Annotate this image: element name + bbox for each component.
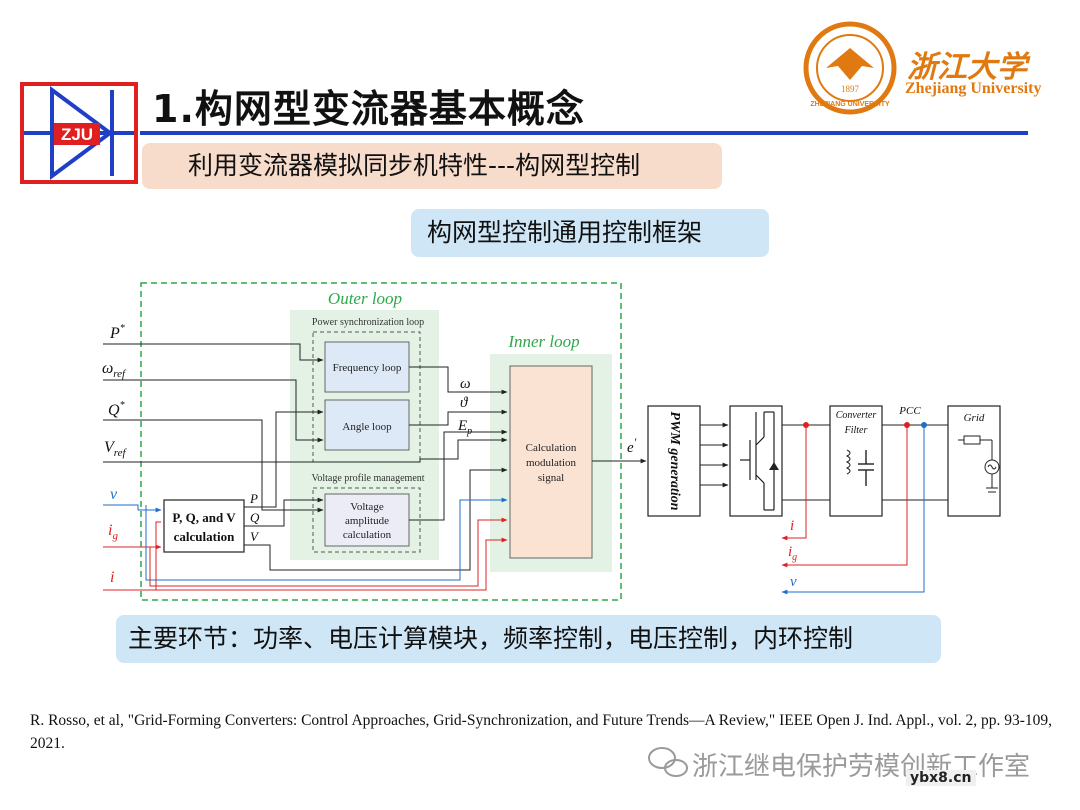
input-vout-label: v bbox=[110, 486, 118, 503]
grid-label: Grid bbox=[964, 412, 985, 424]
q-line bbox=[103, 419, 324, 513]
frequency-loop-label: Frequency loop bbox=[333, 362, 402, 374]
calc-line2: modulation bbox=[526, 457, 577, 469]
input-v-label: Vref bbox=[104, 439, 128, 459]
inner-loop-label: Inner loop bbox=[507, 332, 579, 351]
ep-out-line bbox=[409, 429, 508, 521]
i-to-inner bbox=[156, 537, 508, 591]
input-omega-label: ωref bbox=[102, 360, 127, 380]
pqv-line2: calculation bbox=[174, 529, 235, 544]
filter-label: Filter bbox=[844, 425, 868, 436]
seal-eagle-icon bbox=[826, 48, 874, 80]
pwm-label: PWM generation bbox=[667, 411, 682, 510]
diode-logo-icon: ZJU bbox=[24, 86, 134, 180]
v-to-inner bbox=[145, 497, 508, 581]
voltage-amp-line2: amplitude bbox=[345, 515, 389, 527]
pqv-line1: P, Q, and V bbox=[172, 510, 236, 525]
page-title: 1.构网型变流器基本概念 bbox=[152, 87, 585, 131]
v-feedback bbox=[781, 425, 925, 595]
seal-text: ZHEJIANG UNIVERSITY bbox=[810, 101, 890, 108]
framework-title: 构网型控制通用控制框架 bbox=[411, 209, 769, 257]
theta-out-label: ϑ bbox=[460, 395, 469, 411]
watermark: ybx8.cn bbox=[906, 770, 976, 786]
v-feedback-label: v bbox=[790, 574, 797, 590]
calc-line3: signal bbox=[538, 472, 564, 484]
grid-block bbox=[947, 405, 1001, 517]
input-i-label: i bbox=[110, 569, 114, 586]
seal-year: 1897 bbox=[841, 84, 860, 94]
ig-to-inner bbox=[149, 517, 508, 587]
ig-feedback bbox=[781, 425, 908, 568]
i-meas-line bbox=[103, 521, 161, 591]
calc-line1: Calculation bbox=[526, 442, 577, 454]
omega-line bbox=[103, 379, 324, 443]
power-sync-label: Power synchronization loop bbox=[312, 317, 424, 328]
pqv-q-label: Q bbox=[250, 510, 260, 525]
zju-seal: 1897 ZHEJIANG UNIVERSITY bbox=[803, 21, 897, 115]
inductor-icon bbox=[845, 449, 851, 475]
voltage-profile-group bbox=[312, 487, 421, 553]
igbt-icon bbox=[740, 411, 775, 511]
pqv-p-out bbox=[244, 409, 324, 508]
i-feedback bbox=[781, 425, 807, 541]
grid-source-icon bbox=[958, 435, 1000, 493]
input-q-label: Q* bbox=[108, 400, 125, 419]
university-name-cn: 浙江大学 bbox=[907, 50, 1027, 85]
voltage-amplitude-block bbox=[324, 493, 410, 547]
filter-block bbox=[829, 405, 883, 517]
v-meas-line bbox=[103, 504, 162, 513]
pqv-v-out bbox=[244, 467, 508, 571]
converter-label: Converter bbox=[836, 410, 877, 421]
zju-logo: ZJU bbox=[20, 82, 138, 184]
subtitle-banner: 利用变流器模拟同步机特性---构网型控制 bbox=[142, 143, 722, 189]
pwm-block bbox=[647, 405, 701, 517]
reference-citation: R. Rosso, et al, "Grid-Forming Converter… bbox=[30, 712, 1053, 752]
frequency-loop-block bbox=[324, 341, 410, 393]
wechat-account: 浙江继电保护劳模创新工作室 bbox=[692, 752, 1031, 782]
pqv-v-label: V bbox=[250, 529, 260, 544]
ig-feedback-label: ig bbox=[788, 544, 797, 563]
pcc-label: PCC bbox=[898, 405, 921, 417]
pqv-p-label: P bbox=[249, 491, 258, 506]
calculation-block bbox=[509, 365, 593, 559]
input-ig-label: ig bbox=[108, 522, 118, 542]
angle-loop-block bbox=[324, 399, 410, 451]
vref-line bbox=[103, 437, 508, 463]
control-frame bbox=[140, 282, 622, 601]
title-rule bbox=[140, 131, 1028, 135]
ep-out-label: Ep bbox=[457, 418, 472, 437]
capacitor-icon bbox=[858, 450, 874, 486]
voltage-amp-line3: calculation bbox=[343, 529, 392, 541]
outer-loop-label: Outer loop bbox=[328, 289, 402, 308]
pqv-block bbox=[163, 499, 245, 553]
key-points-banner: 主要环节：功率、电压计算模块，频率控制，电压控制，内环控制 bbox=[116, 615, 941, 663]
e-prime-label: e′ bbox=[627, 435, 637, 456]
university-name-en: Zhejiang University bbox=[905, 80, 1042, 97]
omega-out-line bbox=[409, 366, 508, 395]
input-p-label: P* bbox=[109, 323, 125, 342]
omega-out-label: ω bbox=[460, 376, 471, 392]
wechat-icon bbox=[648, 747, 688, 777]
theta-out-line bbox=[409, 409, 508, 426]
voltage-amp-line1: Voltage bbox=[350, 501, 384, 513]
logo-text: ZJU bbox=[61, 125, 93, 144]
pqv-q-out bbox=[244, 497, 324, 527]
i-feedback-label: i bbox=[790, 518, 794, 534]
seal-ring-icon bbox=[803, 21, 897, 115]
p-line bbox=[103, 343, 324, 363]
voltage-profile-label: Voltage profile management bbox=[311, 473, 424, 484]
diode-icon bbox=[769, 462, 779, 470]
angle-loop-label: Angle loop bbox=[342, 421, 392, 433]
